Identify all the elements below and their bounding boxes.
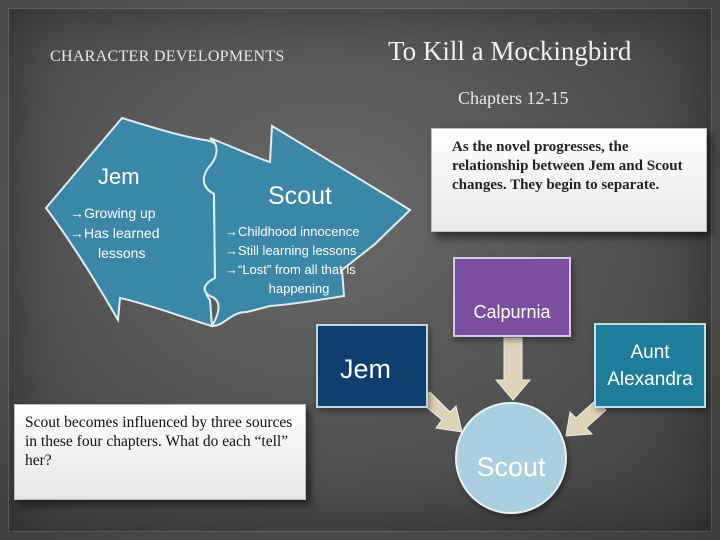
scout-circle: Scout <box>455 402 567 514</box>
jem-bullet-item: lessons <box>98 245 146 261</box>
scout-bullet-item: happening <box>268 281 330 296</box>
jem-to-scout-arrow <box>417 391 463 433</box>
jem-bullet-item: →Has learned <box>70 225 160 241</box>
aunt-label-line2: Alexandra <box>607 368 693 390</box>
calpurnia-to-scout-arrow <box>494 337 532 401</box>
slide-title: To Kill a Mockingbird <box>388 36 632 66</box>
calpurnia-label: Calpurnia <box>473 301 551 322</box>
scout-arrow-label: Scout <box>268 182 332 210</box>
slide-frame <box>8 8 712 532</box>
scout-bullet-list: →Childhood innocence →Still learning les… <box>225 222 395 298</box>
section-heading: CHARACTER DEVELOPMENTS <box>50 48 285 65</box>
scout-bullet-item: →“Lost” from all that is <box>225 262 356 277</box>
slide-subtitle: Chapters 12-15 <box>458 88 569 108</box>
jem-arrow-shape <box>44 116 221 328</box>
scout-circle-label: Scout <box>476 451 546 482</box>
aunt-label-line1: Aunt <box>630 341 670 363</box>
calpurnia-box: Calpurnia <box>453 257 571 337</box>
scout-arrow-shape <box>202 124 412 328</box>
aunt-to-scout-arrow <box>565 399 607 437</box>
jem-box: Jem <box>316 324 428 408</box>
progress-note: As the novel progresses, the relationshi… <box>431 128 707 232</box>
jem-bullet-item: →Growing up <box>70 205 156 221</box>
jem-arrow-label: Jem <box>98 164 140 189</box>
scout-bullet-item: →Childhood innocence <box>225 224 360 239</box>
aunt-alexandra-label: Aunt Alexandra <box>607 339 693 393</box>
scout-bullet-item: →Still learning lessons <box>225 243 357 258</box>
jem-bullet-list: →Growing up →Has learned lessons <box>70 203 200 263</box>
question-note: Scout becomes influenced by three source… <box>14 404 306 500</box>
jem-box-label: Jem <box>340 354 392 384</box>
aunt-alexandra-box: Aunt Alexandra <box>594 323 706 408</box>
